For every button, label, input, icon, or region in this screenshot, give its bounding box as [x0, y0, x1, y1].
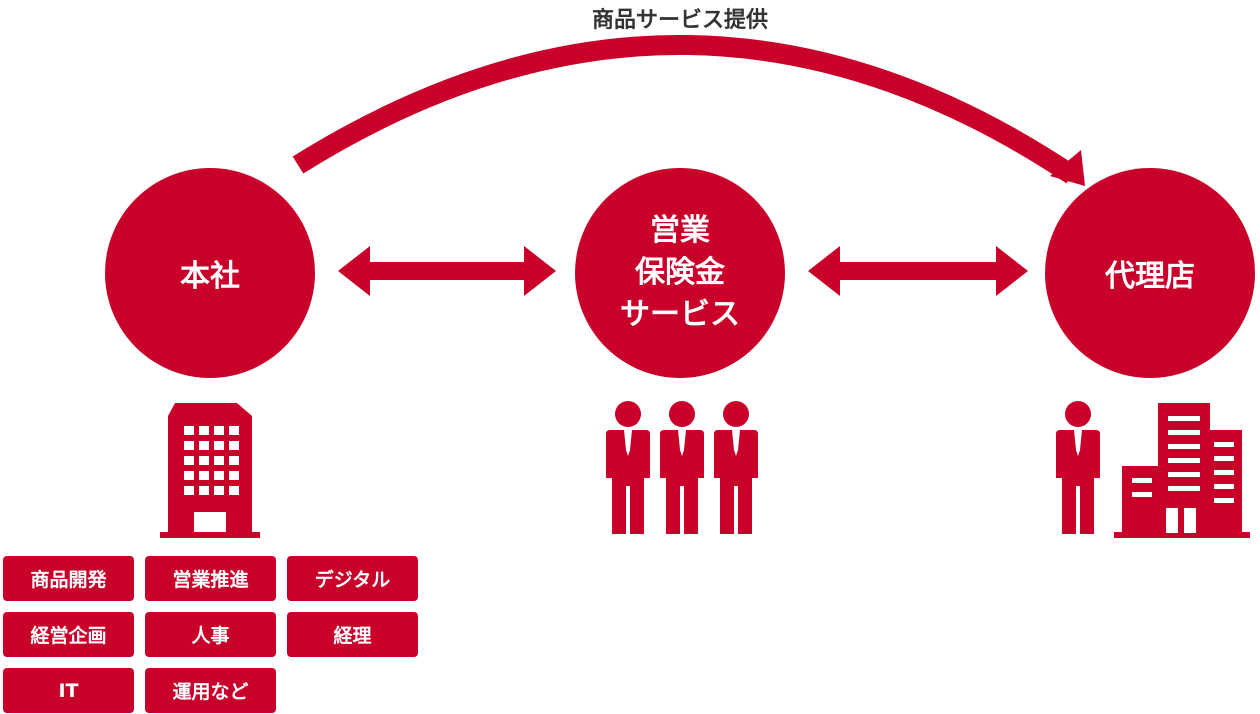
service-arc-arrowhead: [1050, 150, 1085, 186]
node-agency: 代理店: [1045, 168, 1255, 378]
double-arrow-left: [338, 246, 556, 296]
person-icon: [1056, 401, 1100, 534]
department-tag: 経理: [287, 612, 418, 657]
department-tag: 商品開発: [3, 556, 134, 601]
person-icon: [660, 401, 704, 534]
department-tag: 営業推進: [145, 556, 276, 601]
department-tag: 運用など: [145, 668, 276, 713]
double-arrow-right: [808, 246, 1028, 296]
person-icon: [606, 401, 650, 534]
node-sales-line-1: 営業: [650, 213, 710, 248]
node-headquarters-label: 本社: [180, 259, 240, 294]
node-sales-line-2: 保険金: [635, 255, 725, 290]
node-sales-claims-service: 営業 保険金 サービス: [575, 168, 785, 378]
person-icon: [714, 401, 758, 534]
department-tag: 人事: [145, 612, 276, 657]
office-building-icon: [160, 403, 260, 538]
node-agency-label: 代理店: [1105, 259, 1195, 294]
department-tag: IT: [3, 668, 134, 713]
node-headquarters: 本社: [105, 168, 315, 378]
department-tag: デジタル: [287, 556, 418, 601]
top-flow-label: 商品サービス提供: [591, 8, 768, 33]
node-sales-line-3: サービス: [620, 297, 740, 332]
city-buildings-icon: [1114, 403, 1250, 538]
service-arc-arrow: [292, 35, 1078, 184]
department-tag: 経営企画: [3, 612, 134, 657]
